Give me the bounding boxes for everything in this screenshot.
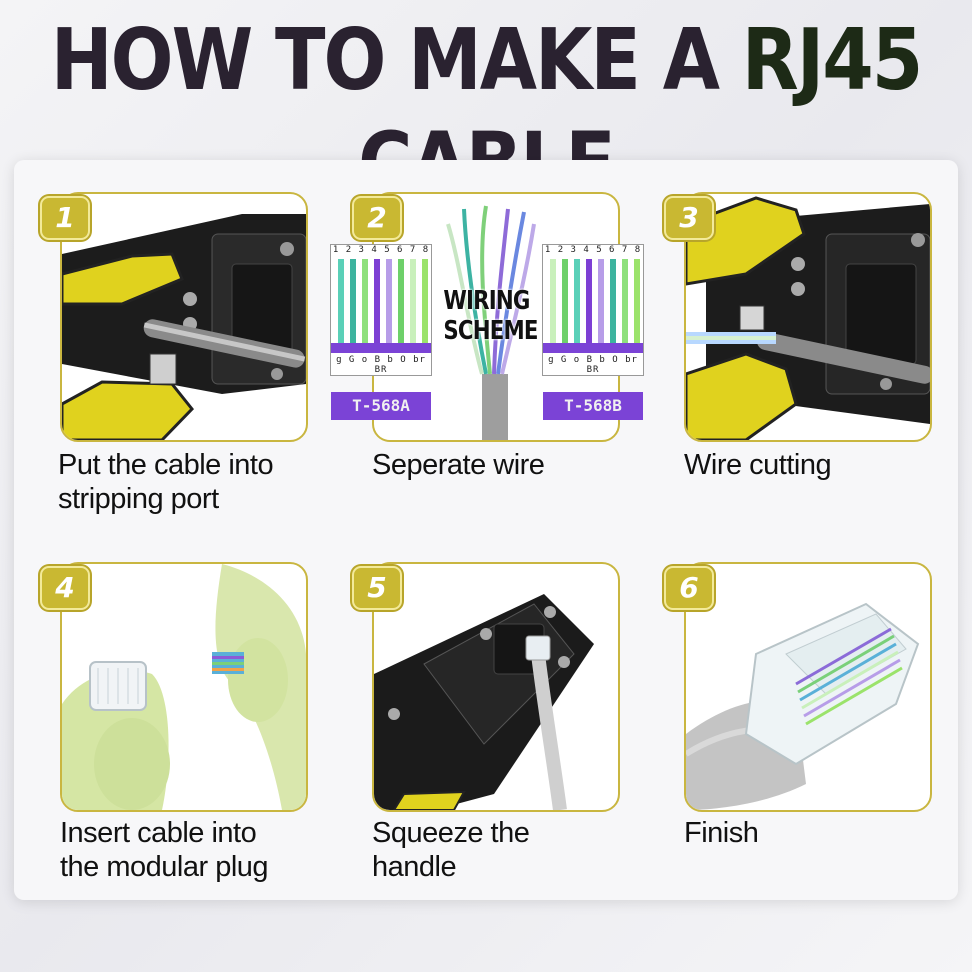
pin-numbers: 1 2 3 4 5 6 7 8 [332, 245, 430, 255]
wire-stripes-b [543, 259, 643, 353]
step-card-6 [684, 562, 932, 812]
caption-line: handle [372, 851, 457, 883]
step-card-4 [60, 562, 308, 812]
pin-numbers: 1 2 3 4 5 6 7 8 [544, 245, 642, 255]
rj45-plug-icon [686, 602, 920, 810]
step-badge-2: 2 [352, 196, 402, 240]
wiring-diagram-a: 1 2 3 4 5 6 7 8 g G o B b O br BR [330, 244, 432, 376]
caption-line: Finish [684, 817, 759, 849]
caption-line: Insert cable into [60, 817, 257, 849]
step-caption-6: Finish [684, 816, 759, 850]
standard-label-b: T-568B [543, 392, 643, 420]
title-text: HOW TO MAKE A [50, 10, 742, 110]
caption-line: Put the cable into [58, 449, 274, 481]
title-accent: RJ45 [741, 10, 923, 110]
standard-label-a: T-568A [331, 392, 431, 420]
step-badge-4: 4 [40, 566, 90, 610]
caption-line: Squeeze the [372, 817, 530, 849]
pin-codes-a: g G o B b O br BR [336, 355, 426, 375]
step-caption-2: Seperate wire [372, 448, 545, 482]
step-card-1 [60, 192, 308, 442]
step-badge-3: 3 [664, 196, 714, 240]
step-caption-3: Wire cutting [684, 448, 832, 482]
step-badge-5: 5 [352, 566, 402, 610]
caption-line: Seperate wire [372, 449, 545, 481]
cable-icon [446, 205, 536, 440]
caption-line: stripping port [58, 483, 219, 515]
wiring-diagram-b: 1 2 3 4 5 6 7 8 g G o B b O br BR [542, 244, 644, 376]
step-card-3 [684, 192, 932, 442]
crimping-tool-icon [374, 594, 594, 810]
scheme-line: WIRING [443, 286, 530, 316]
step-caption-5: Squeeze the handle [372, 816, 530, 884]
wiring-scheme-label: WIRING SCHEME [443, 286, 538, 346]
caption-line: Wire cutting [684, 449, 832, 481]
step-caption-1: Put the cable into stripping port [58, 448, 274, 516]
fingers-icon [62, 564, 306, 810]
step-badge-1: 1 [40, 196, 90, 240]
step-card-5 [372, 562, 620, 812]
step-badge-6: 6 [664, 566, 714, 610]
caption-line: the modular plug [60, 851, 269, 883]
crimping-tool-icon [62, 214, 306, 440]
scheme-line: SCHEME [443, 316, 538, 346]
step-caption-4: Insert cable into the modular plug [60, 816, 269, 884]
pin-codes-b: g G o B b O br BR [548, 355, 638, 375]
wire-stripes-a [331, 259, 431, 353]
crimping-tool-icon [686, 196, 930, 440]
